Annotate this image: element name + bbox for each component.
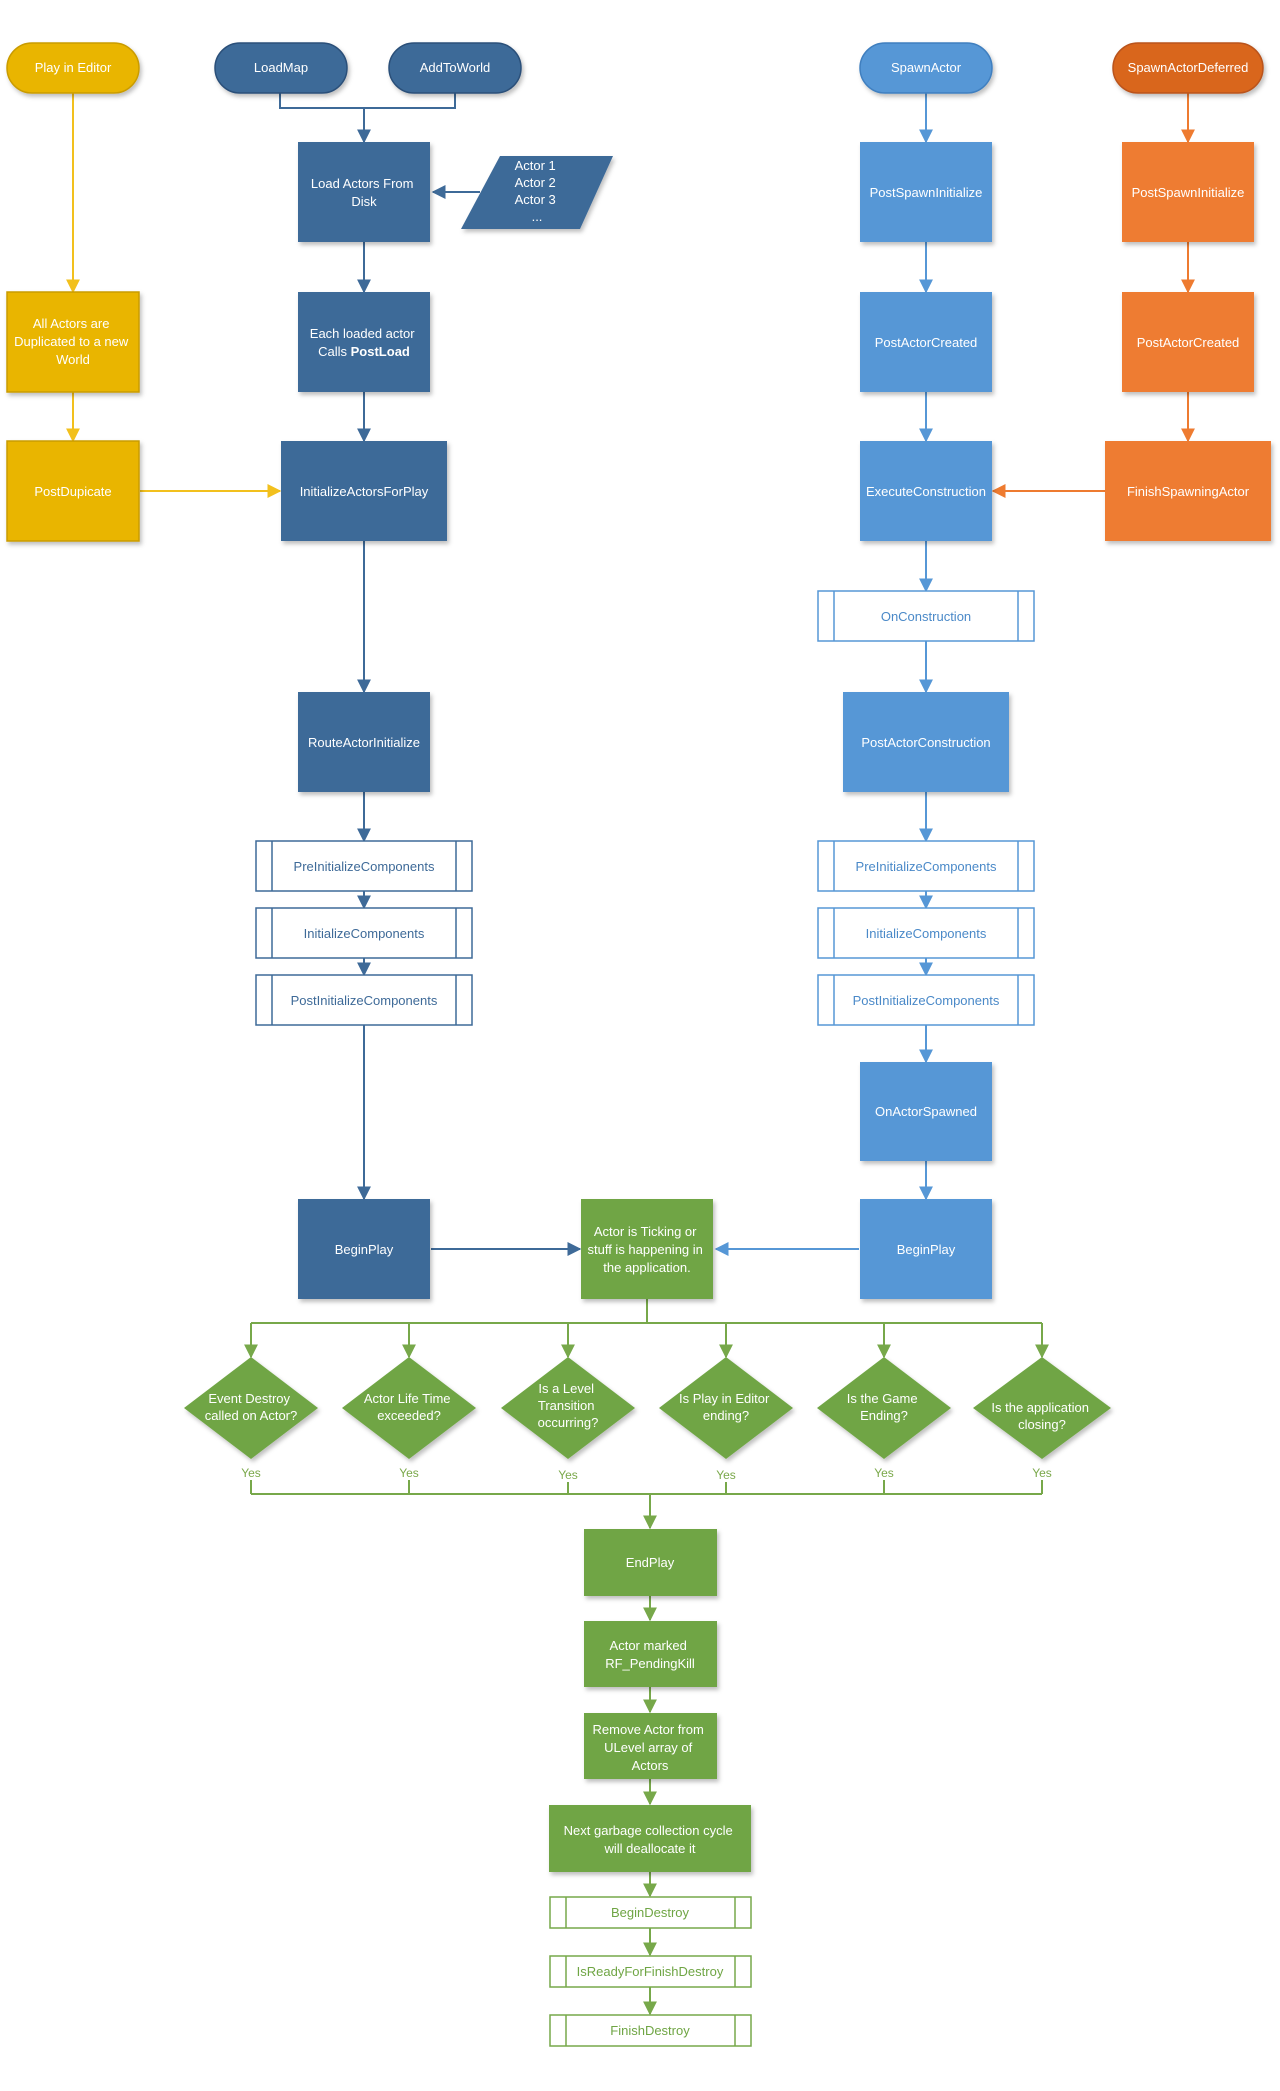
yes-label: Yes bbox=[716, 1468, 736, 1482]
svg-text:PostActorCreated: PostActorCreated bbox=[1137, 335, 1240, 350]
decision-play-in-editor-ending: Is Play in Editor ending? Yes bbox=[659, 1357, 793, 1482]
node-load-initialize-components: InitializeComponents bbox=[255, 907, 473, 959]
node-spawn-post-actor-created: PostActorCreated bbox=[860, 292, 992, 392]
node-add-to-world: AddToWorld bbox=[388, 42, 522, 94]
node-on-actor-spawned: OnActorSpawned bbox=[860, 1062, 992, 1161]
node-load-preinitialize-components: PreInitializeComponents bbox=[255, 840, 473, 892]
svg-text:PreInitializeComponents: PreInitializeComponents bbox=[294, 859, 435, 874]
decision-game-ending: Is the Game Ending? Yes bbox=[817, 1357, 951, 1480]
node-spawn-postinitialize-components: PostInitializeComponents bbox=[817, 974, 1035, 1026]
node-post-actor-construction: PostActorConstruction bbox=[843, 692, 1009, 792]
decision-application-closing: Is the application closing? Yes bbox=[973, 1357, 1111, 1480]
svg-text:Each loaded actor Calls: Each loaded actor Calls PostLoad bbox=[310, 326, 418, 359]
decision-life-time: Actor Life Time exceeded? Yes bbox=[342, 1357, 476, 1480]
svg-text:EndPlay: EndPlay bbox=[626, 1555, 675, 1570]
node-begin-destroy: BeginDestroy bbox=[549, 1896, 752, 1929]
node-deferred-post-spawn-initialize: PostSpawnInitialize bbox=[1122, 142, 1254, 242]
yes-label: Yes bbox=[241, 1466, 261, 1480]
svg-text:Actor is Ticking or stuf: Actor is Ticking or stuff is happening i… bbox=[587, 1224, 706, 1275]
yes-label: Yes bbox=[558, 1468, 578, 1482]
svg-text:PostInitializeComponents: PostInitializeComponents bbox=[853, 993, 1000, 1008]
node-spawn-preinitialize-components: PreInitializeComponents bbox=[817, 840, 1035, 892]
node-spawn-actor: SpawnActor bbox=[859, 42, 993, 94]
svg-text:Remove Actor from ULevel: Remove Actor from ULevel array of Actors bbox=[593, 1722, 708, 1773]
decision-level-transition: Is a Level Transition occurring? Yes bbox=[501, 1357, 635, 1482]
svg-text:FinishSpawningActor: FinishSpawningActor bbox=[1127, 484, 1250, 499]
svg-text:ExecuteConstruction: ExecuteConstruction bbox=[866, 484, 986, 499]
svg-text:PostInitializeComponents: PostInitializeComponents bbox=[291, 993, 438, 1008]
node-spawn-begin-play: BeginPlay bbox=[860, 1199, 992, 1299]
node-load-map: LoadMap bbox=[214, 42, 348, 94]
svg-text:SpawnActorDeferred: SpawnActorDeferred bbox=[1128, 60, 1249, 75]
svg-text:Is the application closi: Is the application closing? bbox=[991, 1400, 1092, 1432]
yes-label: Yes bbox=[874, 1466, 894, 1480]
svg-text:PreInitializeComponents: PreInitializeComponents bbox=[856, 859, 997, 874]
svg-text:Next garbage collection cycle: Next garbage collection cycle will deall… bbox=[564, 1823, 737, 1856]
node-remove-actor: Remove Actor from ULevel array of Actors bbox=[584, 1713, 717, 1779]
svg-text:OnConstruction: OnConstruction bbox=[881, 609, 971, 624]
node-load-postinitialize-components: PostInitializeComponents bbox=[255, 974, 473, 1026]
node-load-actors-from-disk: Load Actors From Disk bbox=[298, 142, 430, 242]
node-each-loaded-actor: Each loaded actor Calls PostLoad bbox=[298, 292, 430, 392]
svg-text:BeginPlay: BeginPlay bbox=[335, 1242, 394, 1257]
svg-text:Actor 1 Actor 2 Ac: Actor 1 Actor 2 Actor 3 ... bbox=[515, 158, 560, 224]
svg-text:PostActorCreated: PostActorCreated bbox=[875, 335, 978, 350]
yes-label: Yes bbox=[1032, 1466, 1052, 1480]
node-end-play: EndPlay bbox=[584, 1529, 717, 1596]
svg-text:IsReadyForFinishDestroy: IsReadyForFinishDestroy bbox=[577, 1964, 724, 1979]
node-execute-construction: ExecuteConstruction bbox=[860, 441, 992, 541]
yes-label: Yes bbox=[399, 1466, 419, 1480]
svg-text:Is Play in Editor ending: Is Play in Editor ending? bbox=[679, 1391, 773, 1423]
svg-text:Is a Level Transition: Is a Level Transition occurring? bbox=[538, 1381, 599, 1430]
node-all-actors-duplicated: All Actors are Duplicated to a new World bbox=[6, 291, 140, 393]
node-actor-list-data: Actor 1 Actor 2 Actor 3 ... bbox=[461, 156, 613, 229]
node-spawn-actor-deferred: SpawnActorDeferred bbox=[1112, 42, 1264, 94]
svg-text:PostSpawnInitialize: PostSpawnInitialize bbox=[1132, 185, 1245, 200]
node-finish-spawning-actor: FinishSpawningActor bbox=[1105, 441, 1271, 541]
node-post-dupicate: PostDupicate bbox=[6, 440, 140, 542]
svg-text:LoadMap: LoadMap bbox=[254, 60, 308, 75]
node-load-begin-play: BeginPlay bbox=[298, 1199, 430, 1299]
svg-text:PostSpawnInitialize: PostSpawnInitialize bbox=[870, 185, 983, 200]
node-initialize-actors-for-play: InitializeActorsForPlay bbox=[281, 441, 447, 541]
svg-text:BeginDestroy: BeginDestroy bbox=[611, 1905, 690, 1920]
node-route-actor-initialize: RouteActorInitialize bbox=[298, 692, 430, 792]
node-spawn-post-spawn-initialize: PostSpawnInitialize bbox=[860, 142, 992, 242]
arrow-loadmap-merge bbox=[279, 93, 456, 109]
svg-text:Actor marked RF_PendingK: Actor marked RF_PendingKill bbox=[605, 1638, 695, 1671]
connectors bbox=[66, 93, 1195, 2016]
svg-text:InitializeComponents: InitializeComponents bbox=[304, 926, 425, 941]
node-play-in-editor: Play in Editor bbox=[6, 42, 140, 94]
node-garbage-collection: Next garbage collection cycle will deall… bbox=[549, 1805, 751, 1872]
svg-text:AddToWorld: AddToWorld bbox=[420, 60, 491, 75]
node-spawn-initialize-components: InitializeComponents bbox=[817, 907, 1035, 959]
node-actor-pending-kill: Actor marked RF_PendingKill bbox=[584, 1621, 717, 1687]
svg-text:Play in Editor: Play in Editor bbox=[35, 60, 112, 75]
svg-text:Event Destroy called on: Event Destroy called on Actor? bbox=[205, 1391, 298, 1423]
svg-text:All Actors are Duplicate: All Actors are Duplicated to a new World bbox=[14, 316, 132, 367]
svg-text:InitializeActorsForPlay: InitializeActorsForPlay bbox=[300, 484, 429, 499]
svg-text:Is the Game Ending?: Is the Game Ending? bbox=[847, 1391, 921, 1423]
node-deferred-post-actor-created: PostActorCreated bbox=[1122, 292, 1254, 392]
svg-text:InitializeComponents: InitializeComponents bbox=[866, 926, 987, 941]
svg-text:RouteActorInitialize: RouteActorInitialize bbox=[308, 735, 420, 750]
svg-text:PostDupicate: PostDupicate bbox=[34, 484, 111, 499]
node-finish-destroy: FinishDestroy bbox=[549, 2014, 752, 2047]
svg-text:Actor Life Time exceeded: Actor Life Time exceeded? bbox=[364, 1391, 454, 1423]
node-actor-ticking: Actor is Ticking or stuff is happening i… bbox=[581, 1199, 713, 1299]
node-on-construction: OnConstruction bbox=[817, 590, 1035, 642]
node-is-ready-for-finish-destroy: IsReadyForFinishDestroy bbox=[549, 1955, 752, 1988]
svg-text:OnActorSpawned: OnActorSpawned bbox=[875, 1104, 977, 1119]
svg-text:FinishDestroy: FinishDestroy bbox=[610, 2023, 690, 2038]
svg-text:SpawnActor: SpawnActor bbox=[891, 60, 962, 75]
svg-text:PostActorConstruction: PostActorConstruction bbox=[861, 735, 990, 750]
svg-text:Load Actors From Disk: Load Actors From Disk bbox=[311, 176, 417, 209]
svg-text:BeginPlay: BeginPlay bbox=[897, 1242, 956, 1257]
decision-event-destroy: Event Destroy called on Actor? Yes bbox=[184, 1357, 318, 1480]
